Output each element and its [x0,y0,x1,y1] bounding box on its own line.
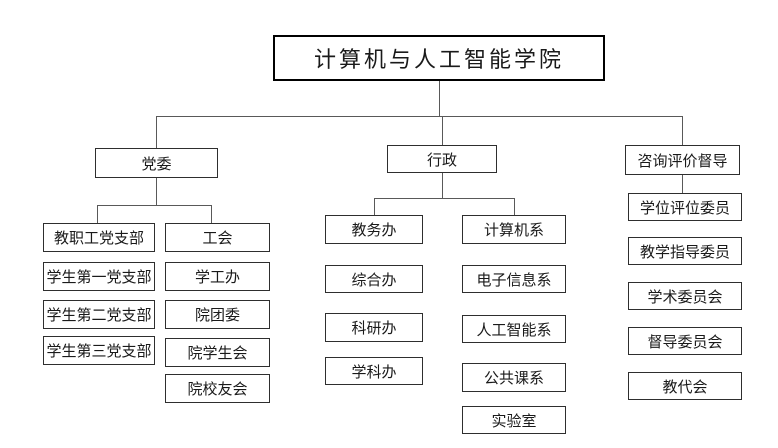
org-box-degree-evaluation-committee: 学位评位委员 [628,193,742,221]
connector-admin-drop-right [514,198,515,215]
org-box-ai-dept: 人工智能系 [462,315,566,343]
org-box-student-party-branch-1: 学生第一党支部 [43,262,155,291]
org-box-teaching-guidance-committee: 教学指导委员 [628,237,742,265]
org-box-general-office: 综合办 [325,265,423,293]
connector-party-drop-left [97,205,98,223]
org-box-faculty-congress: 教代会 [628,372,742,400]
org-box-consultation-evaluation-supervision: 咨询评价督导 [625,145,740,175]
org-box-youth-league-committee: 院团委 [165,300,270,329]
org-box-computer-dept: 计算机系 [462,215,566,244]
org-box-alumni-association: 院校友会 [165,374,270,403]
org-box-party-committee: 党委 [95,148,218,178]
connector-admin-stem [442,173,443,198]
connector-party-drop-right [211,205,212,223]
connector-drop-party-committee [156,116,157,148]
org-box-research-office: 科研办 [325,313,423,342]
connector-admin-drop-left [374,198,375,215]
org-box-discipline-office: 学科办 [325,357,423,385]
connector-supervision-stem [682,175,683,193]
connector-root-stem [439,81,440,116]
org-box-laboratory: 实验室 [462,406,566,434]
org-box-student-party-branch-2: 学生第二党支部 [43,300,155,329]
connector-admin-horizontal [374,198,514,199]
org-box-supervision-committee: 督导委员会 [628,327,742,355]
connector-drop-supervision [682,116,683,145]
org-box-student-affairs-office: 学工办 [165,262,270,291]
org-box-student-party-branch-3: 学生第三党支部 [43,336,155,365]
org-box-academic-committee: 学术委员会 [628,282,742,310]
connector-party-horizontal [97,205,211,206]
connector-party-stem [156,178,157,205]
org-box-student-union: 院学生会 [165,338,270,367]
org-box-administration: 行政 [387,145,497,173]
connector-drop-administration [442,116,443,145]
org-box-electronic-info-dept: 电子信息系 [462,265,566,293]
org-box-labor-union: 工会 [165,223,270,252]
org-box-faculty-party-branch: 教职工党支部 [43,223,155,252]
org-box-public-courses-dept: 公共课系 [462,363,566,392]
org-box-academic-affairs-office: 教务办 [325,215,423,244]
connector-main-horizontal [156,116,683,117]
org-root-box: 计算机与人工智能学院 [273,35,605,81]
